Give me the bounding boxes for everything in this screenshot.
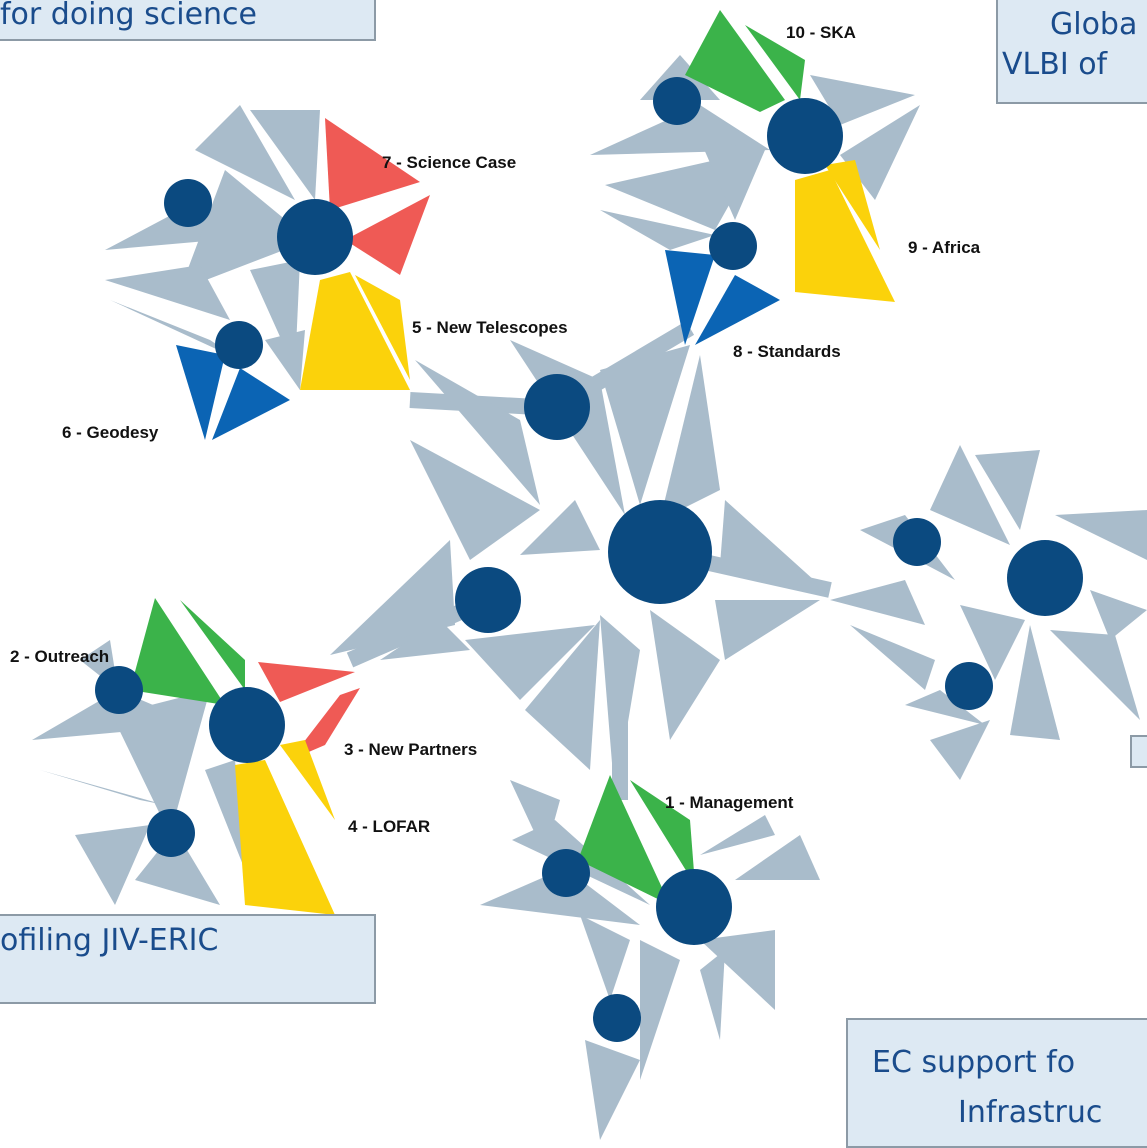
label-wp8: 8 - Standards: [733, 342, 841, 361]
node-wp1-hub: [656, 869, 732, 945]
central-hub-node: [608, 500, 712, 604]
wp-labels: 10 - SKA 7 - Science Case 9 - Africa 5 -…: [10, 23, 981, 836]
cluster-top-left: [105, 105, 430, 440]
node-bottom-left-small: [147, 809, 195, 857]
node-wp7-hub: [277, 199, 353, 275]
node-top-left-small: [164, 179, 212, 227]
callout-top-right-line2: VLBI of: [1002, 47, 1108, 82]
callout-right-partial: [1130, 735, 1147, 768]
central-cluster: [330, 340, 825, 800]
cluster-bottom: [480, 775, 820, 1140]
callout-bottom-right: EC support fo Infrastruc: [846, 1018, 1147, 1148]
node-wp3-hub: [209, 687, 285, 763]
label-wp10: 10 - SKA: [786, 23, 856, 42]
cluster-top-right: [590, 10, 920, 345]
callout-top-right-line1: Globa: [1050, 7, 1138, 42]
callout-bottom-right-line2: Infrastruc: [958, 1095, 1103, 1130]
label-wp5: 5 - New Telescopes: [412, 318, 568, 337]
callout-bottom-left: ofiling JIV-ERIC: [0, 914, 376, 1004]
callout-top-left: for doing science: [0, 0, 376, 41]
callout-bottom-right-line1: EC support fo: [872, 1045, 1076, 1080]
node-right-hub: [1007, 540, 1083, 616]
node-wp9-hub: [767, 98, 843, 174]
node-right-small-bottom: [945, 662, 993, 710]
central-node-top: [524, 374, 590, 440]
node-wp8-hub: [709, 222, 757, 270]
callout-bottom-left-text: ofiling JIV-ERIC: [0, 923, 219, 958]
cluster-right: [830, 445, 1147, 780]
callout-top-right: Globa VLBI of: [996, 0, 1147, 104]
central-node-left: [455, 567, 521, 633]
node-wp2-hub: [95, 666, 143, 714]
callout-top-left-text: for doing science: [0, 0, 257, 32]
node-wp10-hub: [653, 77, 701, 125]
node-wp6-hub: [215, 321, 263, 369]
label-wp7: 7 - Science Case: [382, 153, 516, 172]
label-wp6: 6 - Geodesy: [62, 423, 159, 442]
label-wp4: 4 - LOFAR: [348, 817, 430, 836]
cluster-bottom-left: [32, 598, 360, 915]
node-bottom-small-left: [542, 849, 590, 897]
label-wp2: 2 - Outreach: [10, 647, 109, 666]
node-bottom-small-lower: [593, 994, 641, 1042]
node-right-small-top: [893, 518, 941, 566]
label-wp1: 1 - Management: [665, 793, 794, 812]
label-wp9: 9 - Africa: [908, 238, 981, 257]
label-wp3: 3 - New Partners: [344, 740, 477, 759]
